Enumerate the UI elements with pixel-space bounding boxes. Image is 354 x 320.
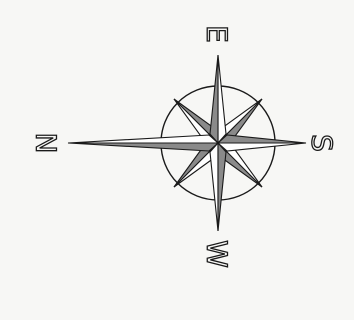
east-pointer	[218, 55, 226, 143]
label-south: S	[306, 134, 339, 152]
label-east: E	[201, 25, 234, 43]
label-west: W	[201, 240, 234, 268]
cardinal-points	[68, 55, 306, 231]
compass-center	[216, 141, 219, 144]
label-north: N	[30, 133, 63, 154]
north-pointer	[68, 135, 218, 143]
west-pointer	[210, 143, 218, 231]
south-pointer	[218, 143, 306, 151]
